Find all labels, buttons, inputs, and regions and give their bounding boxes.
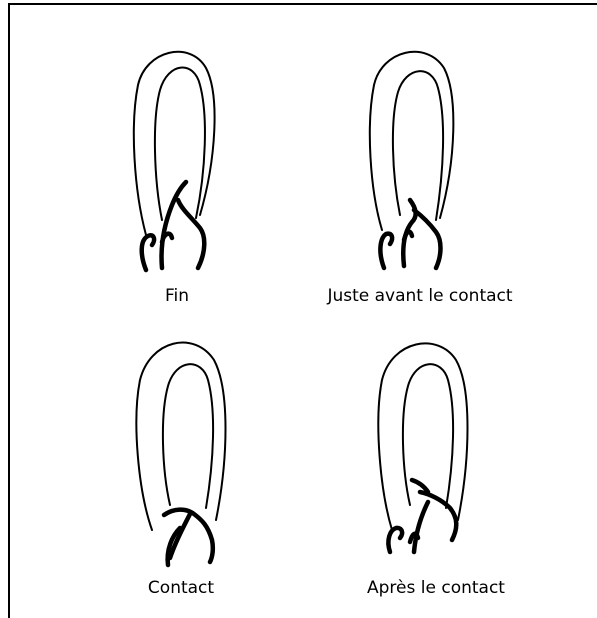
caption-contact: Contact	[148, 578, 214, 598]
wave-figure-juste-avant	[364, 40, 464, 275]
wave-figure-fin	[128, 40, 228, 275]
frame-left-border	[8, 3, 10, 618]
wave-outline-fin	[128, 40, 228, 275]
wave-outline-juste-avant	[364, 40, 464, 275]
wave-outline-contact	[128, 330, 238, 570]
wave-figure-contact	[128, 330, 238, 570]
wave-figure-apres	[372, 330, 482, 570]
caption-juste-avant: Juste avant le contact	[327, 286, 512, 306]
frame-top-border	[8, 3, 597, 5]
wave-outline-apres	[372, 330, 482, 570]
caption-apres: Après le contact	[367, 578, 505, 598]
caption-fin: Fin	[165, 286, 189, 306]
